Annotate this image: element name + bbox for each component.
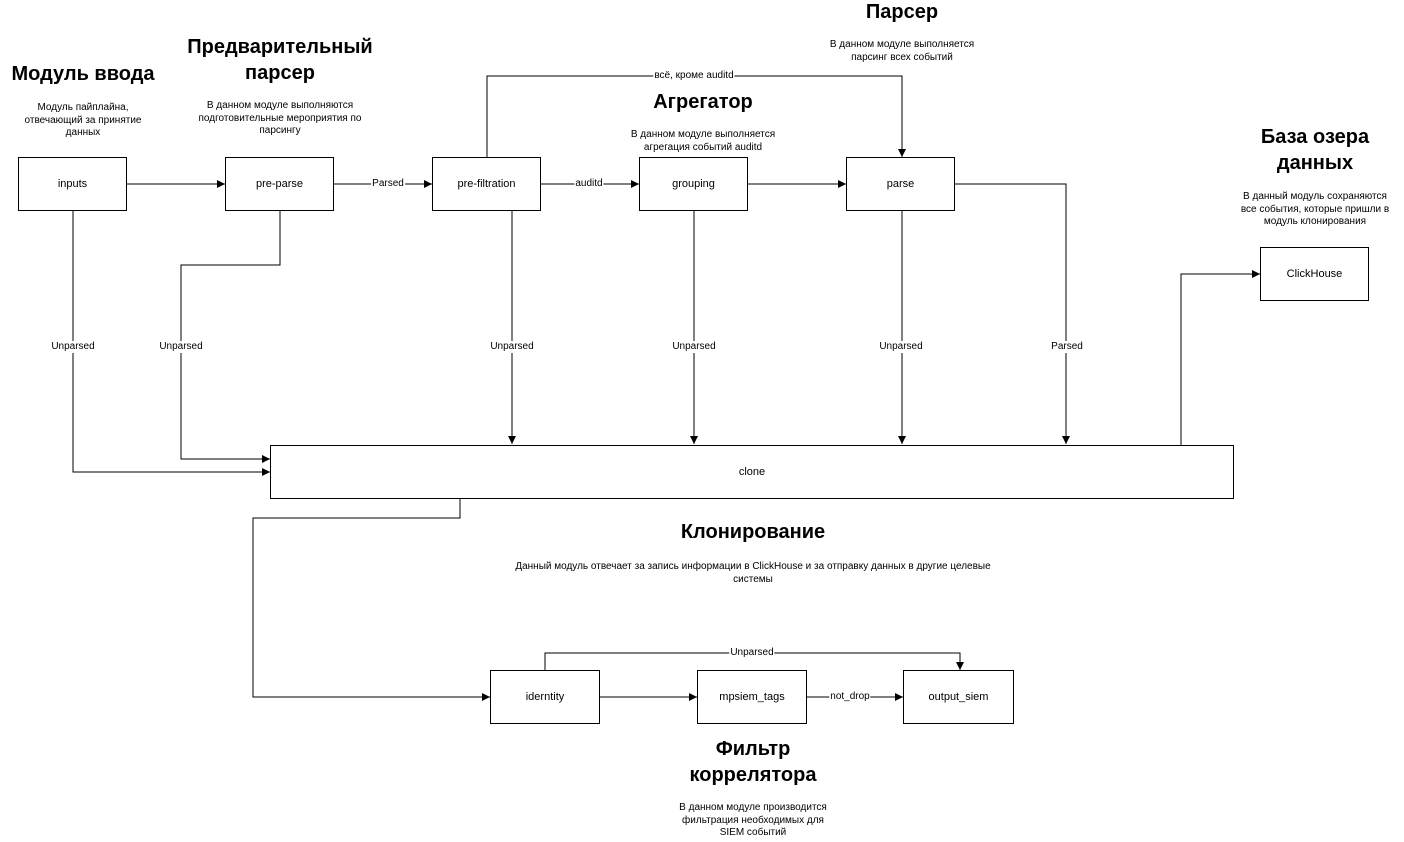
cloning-module-title: Клонирование — [680, 521, 826, 543]
aggregator-module-title: Агрегатор — [653, 91, 753, 113]
aggregator-module-desc: В данном модуле выполняется агрегация со… — [630, 129, 776, 153]
edge-label-parsed: Parsed — [371, 178, 405, 190]
edge-label-unparsed: Unparsed — [671, 341, 717, 353]
cloning-module-desc: Данный модуль отвечает за запись информа… — [515, 561, 991, 585]
edge-label-auditd: auditd — [574, 178, 604, 190]
edge-label-not-drop: not_drop — [829, 691, 871, 703]
edge-parse-clone-parsed — [955, 183, 1070, 444]
edge-preparse-clone — [180, 211, 281, 463]
preparser-module-desc: В данном модуле выполняются подготовител… — [198, 100, 362, 136]
lake-module-desc: В данный модуль сохраняются все события,… — [1240, 191, 1390, 227]
parser-module-title: Парсер — [865, 1, 939, 23]
edge-clone-identity — [252, 499, 490, 701]
node-grouping[interactable]: grouping — [639, 157, 748, 211]
node-output-siem[interactable]: output_siem — [903, 670, 1014, 724]
edge-label-unparsed: Unparsed — [158, 341, 204, 353]
node-identity[interactable]: iderntity — [490, 670, 600, 724]
edge-clone-clickhouse — [1180, 270, 1260, 445]
edge-label-unparsed: Unparsed — [489, 341, 535, 353]
parser-module-desc: В данном модуле выполняется парсинг всех… — [829, 39, 975, 63]
edge-inputs-clone — [72, 211, 270, 476]
node-pre-parse[interactable]: pre-parse — [225, 157, 334, 211]
edge-label-unparsed: Unparsed — [729, 647, 775, 659]
input-module-title: Модуль ввода — [11, 63, 155, 85]
input-module-desc: Модуль пайплайна, отвечающий за принятие… — [24, 102, 142, 138]
lake-module-title: База озера данных — [1260, 126, 1370, 174]
filter-module-desc: В данном модуле производится фильтрация … — [679, 802, 827, 838]
node-parse[interactable]: parse — [846, 157, 955, 211]
node-mpsiem-tags[interactable]: mpsiem_tags — [697, 670, 807, 724]
edge-label-unparsed: Unparsed — [50, 341, 96, 353]
node-clickhouse[interactable]: ClickHouse — [1260, 247, 1369, 301]
filter-module-title: Фильтр коррелятора — [689, 738, 817, 786]
edge-label-all-except-auditd: всё, кроме auditd — [653, 70, 735, 82]
edge-label-parsed: Parsed — [1050, 341, 1084, 353]
edge-label-unparsed: Unparsed — [878, 341, 924, 353]
node-pre-filtration[interactable]: pre-filtration — [432, 157, 541, 211]
node-clone[interactable]: clone — [270, 445, 1234, 499]
preparser-module-title: Предварительный парсер — [187, 36, 373, 84]
node-inputs[interactable]: inputs — [18, 157, 127, 211]
